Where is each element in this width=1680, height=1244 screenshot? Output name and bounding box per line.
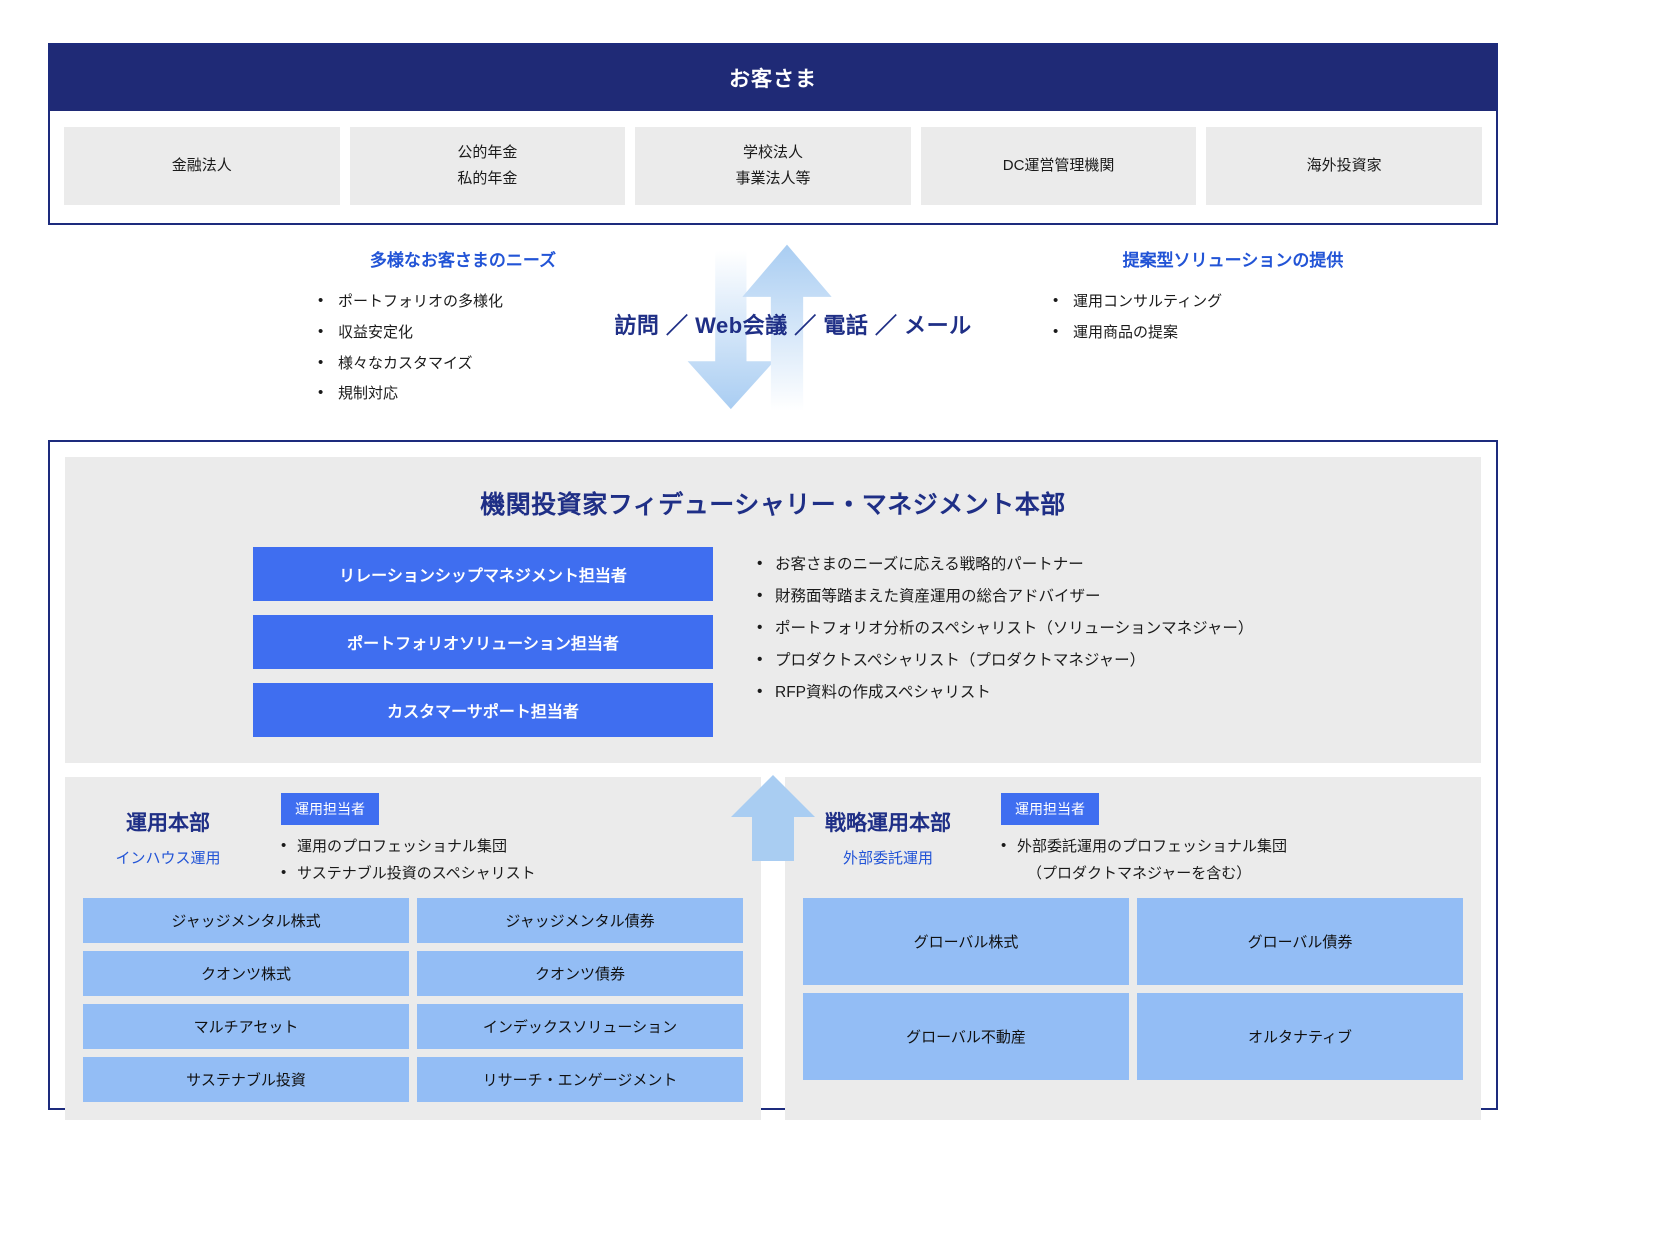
department-details: 運用担当者 運用のプロフェッショナル集団 サステナブル投資のスペシャリスト	[281, 793, 743, 888]
list-item: 運用のプロフェッショナル集団	[281, 832, 743, 860]
bidirectional-arrows	[678, 238, 878, 420]
segment-line: 公的年金	[457, 143, 518, 161]
segment-line: 金融法人	[171, 156, 232, 174]
customer-segment: 金融法人	[64, 127, 340, 205]
role-chip-portfolio-solution[interactable]: ポートフォリオソリューション担当者	[253, 615, 713, 669]
segment-line: 私的年金	[457, 170, 518, 187]
headquarters-capabilities: お客さまのニーズに応える戦略的パートナー 財務面等踏まえた資産運用の総合アドバイ…	[755, 547, 1461, 737]
customer-segment: 学校法人 事業法人等	[635, 127, 911, 205]
list-item: 運用コンサルティング	[1051, 286, 1433, 318]
solutions-block: 提案型ソリューションの提供 運用コンサルティング 運用商品の提案	[1033, 246, 1433, 349]
role-chip-relationship-management[interactable]: リレーションシップマネジメント担当者	[253, 547, 713, 601]
product-cell[interactable]: ジャッジメンタル株式	[83, 897, 409, 943]
department-titles: 戦略運用本部 外部委託運用	[803, 793, 973, 868]
department-unyo-honbu: 運用本部 インハウス運用 運用担当者 運用のプロフェッショナル集団 サステナブル…	[65, 777, 761, 1120]
department-tag: 運用担当者	[1001, 793, 1099, 825]
solutions-heading: 提案型ソリューションの提供	[1122, 251, 1344, 270]
list-item: 財務面等踏まえた資産運用の総合アドバイザー	[755, 580, 1461, 613]
department-details: 運用担当者 外部委託運用のプロフェッショナル集団 （プロダクトマネジャーを含む）	[1001, 793, 1463, 888]
role-chip-customer-support[interactable]: カスタマーサポート担当者	[253, 683, 713, 737]
department-bullets: 外部委託運用のプロフェッショナル集団 （プロダクトマネジャーを含む）	[1001, 832, 1463, 888]
arrow-up-connector-icon	[731, 775, 815, 861]
list-item: ポートフォリオ分析のスペシャリスト（ソリューションマネジャー）	[755, 612, 1461, 645]
department-subtitle: インハウス運用	[115, 850, 221, 867]
headquarters-title: 機関投資家フィデューシャリー・マネジメント本部	[480, 491, 1066, 519]
customer-segment: 公的年金 私的年金	[349, 127, 626, 205]
product-cell[interactable]: インデックスソリューション	[417, 1003, 743, 1049]
list-item: 規制対応	[316, 378, 628, 410]
customer-needs-block: 多様なお客さまのニーズ ポートフォリオの多様化 収益安定化 様々なカスタマイズ …	[298, 246, 628, 410]
product-cell[interactable]: グローバル不動産	[803, 992, 1129, 1080]
list-item: プロダクトスペシャリスト（プロダクトマネジャー）	[755, 644, 1461, 677]
customer-needs-heading: 多様なお客さまのニーズ	[369, 251, 557, 270]
solutions-list: 運用コンサルティング 運用商品の提案	[1033, 286, 1433, 349]
department-senryaku-unyo-honbu: 戦略運用本部 外部委託運用 運用担当者 外部委託運用のプロフェッショナル集団 （…	[785, 777, 1481, 1120]
product-cell[interactable]: クオンツ株式	[83, 950, 409, 996]
list-item: ポートフォリオの多様化	[316, 286, 628, 318]
department-bullets: 運用のプロフェッショナル集団 サステナブル投資のスペシャリスト	[281, 832, 743, 888]
interaction-band: 多様なお客さまのニーズ ポートフォリオの多様化 収益安定化 様々なカスタマイズ …	[48, 238, 1498, 428]
product-grid: グローバル株式 グローバル債券 グローバル不動産 オルタナティブ	[803, 897, 1463, 1080]
customer-title: お客さま	[50, 45, 1496, 111]
list-item: RFP資料の作成スペシャリスト	[755, 676, 1461, 709]
segment-line: 学校法人	[742, 143, 803, 161]
department-subtitle: 外部委託運用	[842, 850, 933, 867]
departments-row: 運用本部 インハウス運用 運用担当者 運用のプロフェッショナル集団 サステナブル…	[65, 775, 1481, 1120]
product-cell[interactable]: ジャッジメンタル債券	[417, 897, 743, 943]
list-item: 収益安定化	[316, 317, 628, 349]
department-name: 運用本部	[126, 812, 210, 835]
list-item: 外部委託運用のプロフェッショナル集団	[1001, 832, 1463, 860]
communication-channels: 訪問 ／ Web会議 ／ 電話 ／ メール	[614, 313, 972, 338]
department-header: 運用本部 インハウス運用 運用担当者 運用のプロフェッショナル集団 サステナブル…	[83, 793, 743, 888]
customer-needs-list: ポートフォリオの多様化 収益安定化 様々なカスタマイズ 規制対応	[298, 286, 628, 410]
list-item: 様々なカスタマイズ	[316, 348, 628, 380]
product-cell[interactable]: グローバル株式	[803, 897, 1129, 985]
list-item: お客さまのニーズに応える戦略的パートナー	[755, 548, 1461, 581]
customer-segment-row: 金融法人 公的年金 私的年金 学校法人 事業法人等 DC運営管理機関 海外投資家	[50, 111, 1496, 223]
product-cell[interactable]: グローバル債券	[1137, 897, 1463, 985]
product-cell[interactable]: サステナブル投資	[83, 1056, 409, 1102]
headquarters-panel: 機関投資家フィデューシャリー・マネジメント本部 リレーションシップマネジメント担…	[65, 457, 1481, 763]
department-name: 戦略運用本部	[825, 812, 951, 835]
organization-frame: 機関投資家フィデューシャリー・マネジメント本部 リレーションシップマネジメント担…	[48, 440, 1498, 1120]
list-item: 運用商品の提案	[1051, 317, 1433, 349]
customer-segment: DC運営管理機関	[920, 127, 1197, 205]
headquarters-body: リレーションシップマネジメント担当者 ポートフォリオソリューション担当者 カスタ…	[85, 547, 1461, 737]
product-cell[interactable]: リサーチ・エンゲージメント	[417, 1056, 743, 1102]
product-cell[interactable]: クオンツ債券	[417, 950, 743, 996]
department-titles: 運用本部 インハウス運用	[83, 793, 253, 868]
arrow-up-icon	[742, 244, 832, 411]
segment-line: 事業法人等	[735, 170, 811, 187]
department-tag: 運用担当者	[281, 793, 379, 825]
product-cell[interactable]: オルタナティブ	[1137, 992, 1463, 1080]
list-item: サステナブル投資のスペシャリスト	[281, 859, 743, 887]
segment-line: DC運営管理機関	[1002, 156, 1115, 174]
department-header: 戦略運用本部 外部委託運用 運用担当者 外部委託運用のプロフェッショナル集団 （…	[803, 793, 1463, 888]
arrow-down-icon	[687, 250, 775, 410]
product-grid: ジャッジメンタル株式 ジャッジメンタル債券 クオンツ株式 クオンツ債券 マルチア…	[83, 897, 743, 1102]
customer-segment: 海外投資家	[1206, 127, 1482, 205]
product-cell[interactable]: マルチアセット	[83, 1003, 409, 1049]
headquarters-roles: リレーションシップマネジメント担当者 ポートフォリオソリューション担当者 カスタ…	[253, 547, 713, 737]
segment-line: 海外投資家	[1306, 156, 1382, 174]
customer-frame: お客さま 金融法人 公的年金 私的年金 学校法人 事業法人等 DC運営管理機関 …	[48, 43, 1498, 225]
list-item: （プロダクトマネジャーを含む）	[1027, 865, 1252, 883]
